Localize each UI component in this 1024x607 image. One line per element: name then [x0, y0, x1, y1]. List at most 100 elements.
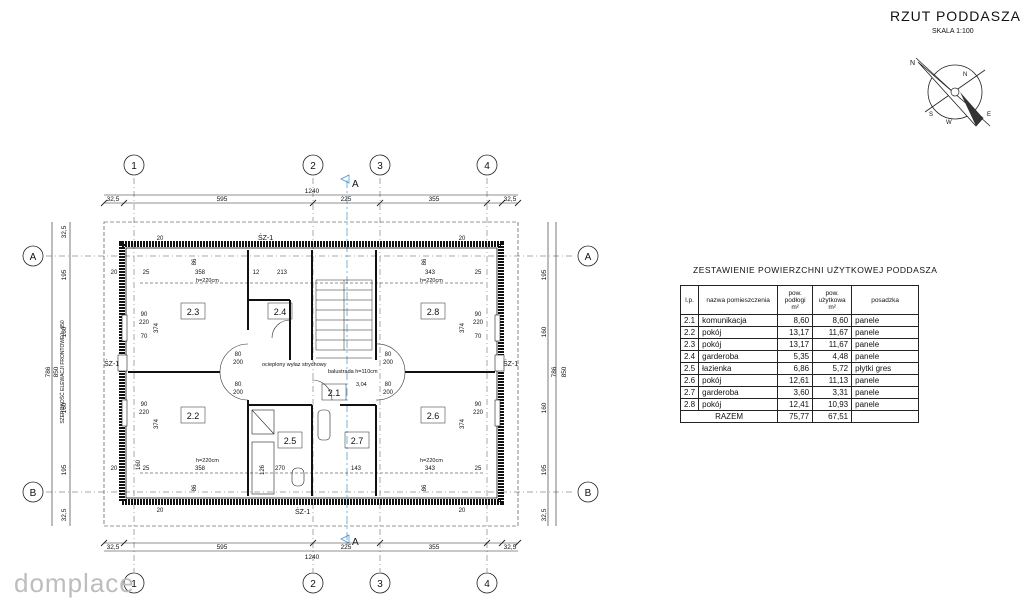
interior-dimension: 12	[253, 270, 260, 276]
interior-dimension: 25	[475, 466, 482, 472]
dimension-total: 786	[45, 366, 52, 377]
row-lp: 2.5	[679, 362, 700, 375]
interior-dimension: 20	[157, 508, 164, 514]
axis-label: 2	[310, 161, 316, 172]
row-usable-area: 5,72	[812, 362, 853, 375]
watermark-logo: domplace	[14, 568, 135, 598]
total-usable-area: 67,51	[812, 410, 853, 423]
interior-dimension: 25	[143, 466, 150, 472]
row-flooring: panele	[851, 326, 920, 339]
wall-tag: ŚZ-1	[295, 507, 310, 516]
plan-note: 3,04	[356, 382, 367, 388]
table-header: posadzka	[851, 285, 920, 315]
interior-dimension: 80	[385, 382, 392, 388]
axis-label: 4	[484, 161, 490, 172]
row-floor-area: 12,41	[777, 398, 814, 411]
row-flooring: panele	[851, 338, 920, 351]
interior-dimension: 343	[425, 466, 436, 472]
interior-dimension: 200	[383, 360, 394, 366]
interior-dimension: 90	[475, 402, 482, 408]
row-flooring: panele	[851, 350, 920, 363]
interior-dimension: 220	[139, 410, 150, 416]
row-lp: 2.2	[679, 326, 700, 339]
compass-mark: W	[946, 120, 952, 126]
interior-dimension: 220	[139, 320, 150, 326]
facade-width-note: SZEROKOŚĆ ELEWACJI FRONTOWEJ - 850	[58, 320, 66, 424]
interior-dimension: 86	[422, 258, 428, 265]
roof-height-note: h=220cm	[196, 458, 219, 464]
interior-dimension: 25	[475, 270, 482, 276]
interior-dimension: 25	[143, 270, 150, 276]
interior-dimension: 86	[192, 484, 198, 491]
dimension-total: 1240	[305, 554, 320, 561]
wall-tag: ŚZ-1	[104, 359, 119, 368]
row-usable-area: 4,48	[812, 350, 853, 363]
axis-label: 1	[131, 579, 137, 590]
room-label: 2.1	[328, 388, 341, 398]
compass-mark: S	[929, 112, 933, 118]
table-header: l.p.	[679, 285, 700, 315]
row-floor-area: 6,86	[777, 362, 814, 375]
row-floor-area: 13,17	[777, 326, 814, 339]
roof-height-note: h=220cm	[196, 278, 219, 284]
interior-dimension: 20	[459, 508, 466, 514]
interior-dimension: 20	[111, 270, 118, 276]
drawing-title: RZUT PODDASZA	[890, 8, 1021, 24]
interior-dimension: 374	[154, 418, 160, 429]
dimension-total: 1240	[305, 188, 320, 195]
room-label: 2.3	[187, 307, 200, 317]
compass-mark: N	[963, 72, 967, 78]
dimension-label: 195	[541, 269, 548, 280]
axis-label: 2	[310, 579, 316, 590]
room-label: 2.6	[427, 411, 440, 421]
dimension-label: 160	[541, 402, 548, 413]
interior-dimension: 70	[475, 334, 482, 340]
interior-dimension: 86	[192, 258, 198, 265]
interior-dimension: 126	[260, 464, 266, 475]
row-lp: 2.1	[679, 314, 700, 327]
drawing-scale: SKALA 1:100	[932, 28, 974, 35]
interior-dimension: 374	[154, 322, 160, 333]
interior-dimension: 80	[235, 382, 242, 388]
roof-height-note: h=220cm	[420, 458, 443, 464]
dimension-label: 32,5	[61, 508, 68, 521]
row-usable-area: 8,60	[812, 314, 853, 327]
table-header: pow. użytkowa m²	[812, 285, 853, 315]
table-header: nazwa pomieszczenia	[698, 285, 779, 315]
row-usable-area: 11,67	[812, 326, 853, 339]
interior-dimension: 270	[275, 466, 286, 472]
axis-label: 4	[484, 579, 490, 590]
interior-dimension: 20	[111, 466, 118, 472]
dimension-label: 195	[61, 464, 68, 475]
dimension-total: 786	[551, 366, 558, 377]
interior-dimension: 374	[460, 418, 466, 429]
interior-dimension: 220	[473, 410, 484, 416]
axis-label: 1	[131, 161, 137, 172]
wall-tag: ŚZ-1	[503, 359, 518, 368]
dimension-label: 225	[341, 544, 352, 551]
row-name: pokój	[698, 398, 779, 411]
interior-dimension: 90	[475, 312, 482, 318]
axis-label: B	[585, 488, 592, 499]
plan-note: balustrada h=110cm	[328, 369, 378, 375]
interior-dimension: 200	[233, 390, 244, 396]
dimension-label: 160	[61, 326, 68, 337]
room-label: 2.4	[274, 307, 287, 317]
interior-dimension: 143	[351, 466, 362, 472]
interior-dimension: 213	[277, 270, 288, 276]
interior-dimension: 90	[141, 312, 148, 318]
table-total-row: RAZEM 75,77 67,51	[679, 410, 920, 423]
compass-icon	[915, 57, 991, 127]
dimension-label: 595	[217, 196, 228, 203]
wall-tag: ŚZ-1	[258, 233, 273, 242]
axis-label: A	[585, 252, 592, 263]
axis-label: B	[30, 488, 37, 499]
interior-dimension: 374	[460, 322, 466, 333]
row-name: komunikacja	[698, 314, 779, 327]
interior-dimension: 86	[422, 484, 428, 491]
row-lp: 2.6	[679, 374, 700, 387]
row-name: pokój	[698, 326, 779, 339]
row-name: garderoba	[698, 386, 779, 399]
table-row: 2.4 garderoba 5,35 4,48 panele	[679, 350, 920, 363]
